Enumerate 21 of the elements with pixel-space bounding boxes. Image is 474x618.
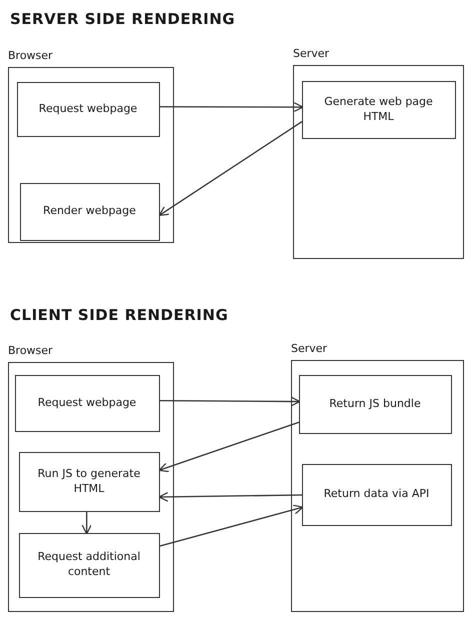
arrow <box>82 512 92 534</box>
panel-heading: Browser <box>8 344 54 358</box>
process-box: Request additional content <box>18 532 160 598</box>
arrow <box>160 504 304 547</box>
process-box: Return data via API <box>302 464 452 526</box>
arrow <box>158 121 302 216</box>
process-box: Request webpage <box>16 82 160 136</box>
section-heading: CLIENT SIDE RENDERING <box>10 306 228 324</box>
arrow <box>160 102 304 112</box>
section-heading: SERVER SIDE RENDERING <box>10 10 236 28</box>
arrow <box>158 492 302 502</box>
process-box: Render webpage <box>20 182 160 240</box>
arrow <box>158 422 300 472</box>
panel-heading: Server <box>291 342 328 356</box>
process-box: Run JS to generate HTML <box>18 452 160 512</box>
process-box: Generate web page HTML <box>302 80 456 138</box>
panel-heading: Browser <box>8 49 54 63</box>
arrow <box>160 396 300 407</box>
process-box: Return JS bundle <box>298 374 452 434</box>
panel-heading: Server <box>293 47 330 61</box>
process-box: Request webpage <box>14 374 160 432</box>
